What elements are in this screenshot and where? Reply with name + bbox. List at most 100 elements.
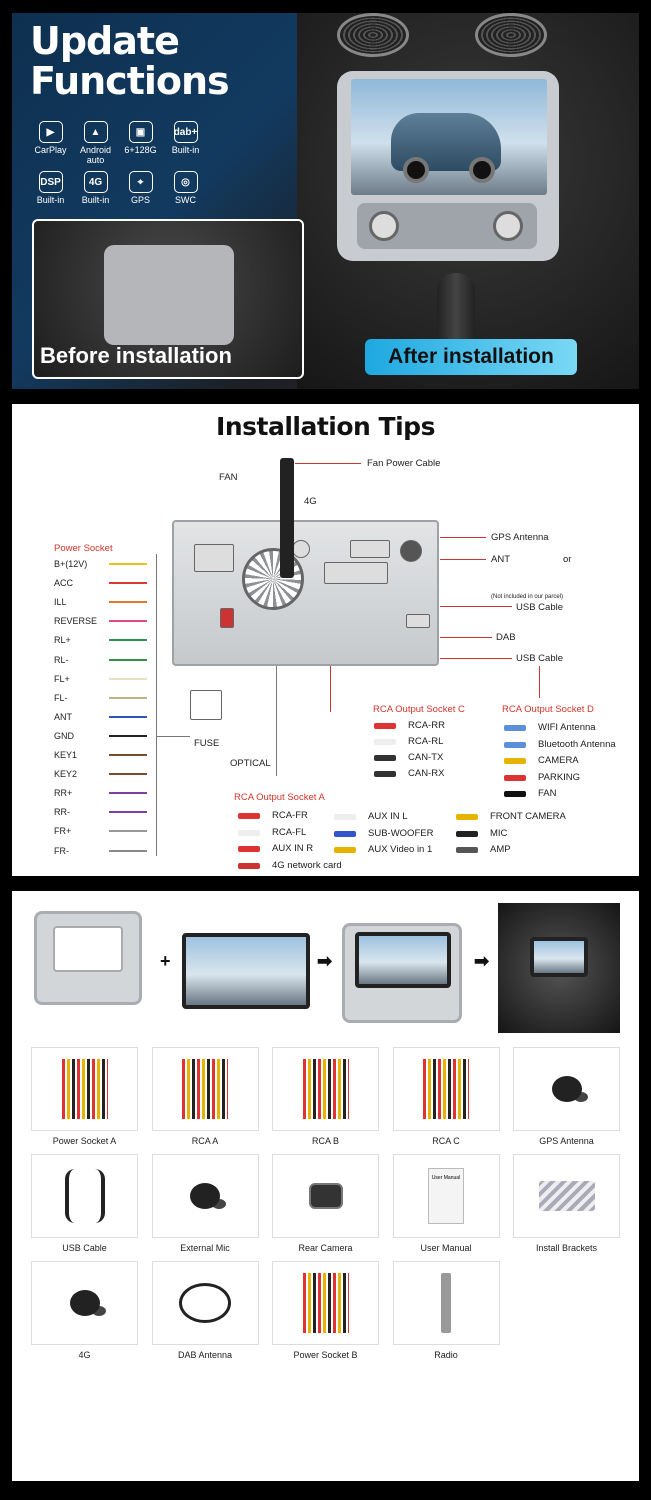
wire-color-swatch [109, 582, 147, 585]
connector-plug-icon [456, 830, 478, 837]
harness-icon [302, 1273, 349, 1333]
fan-power-cable [280, 458, 294, 578]
feature-label: Built-in [81, 195, 110, 205]
connector-label: AUX Video in 1 [368, 844, 433, 855]
accessory-label: GPS Antenna [539, 1136, 594, 1146]
power-socket-title: Power Socket [54, 543, 113, 554]
air-vent-left [337, 13, 409, 57]
connector-plug-icon [334, 814, 356, 820]
accessory-mic-image [151, 1154, 259, 1238]
wire-row: ANT [54, 712, 156, 722]
4g-icon: 4G [83, 171, 108, 193]
connector-plug-icon [374, 755, 396, 761]
manual-icon: User Manual [428, 1168, 464, 1224]
wire-label: RL- [54, 654, 69, 665]
carplay-icon: ▶ [38, 121, 63, 143]
accessory-brackets-image [513, 1154, 620, 1238]
connector-plug-icon [334, 847, 356, 853]
fuse-holder-icon [190, 690, 222, 720]
installation-tips-panel: Installation Tips FAN Fan Power Cable 4G… [12, 404, 639, 876]
dab-port [406, 614, 430, 628]
connector-label: RCA-FL [272, 826, 307, 838]
before-installation-image [32, 219, 304, 379]
before-installation-label: Before installation [40, 343, 232, 368]
connector-label: WIFI Antenna [538, 722, 596, 733]
wire-row: FR+ [54, 826, 156, 836]
gps-icon: ⌖ [128, 171, 153, 193]
accessory-rca-image [392, 1047, 500, 1131]
connector-label: AUX IN R [272, 843, 314, 854]
gps-antenna-label: GPS Antenna [491, 532, 549, 543]
plus-sign: + [160, 951, 171, 971]
wire-row: FR- [54, 846, 156, 856]
memory-chip-icon: ▣ [128, 121, 153, 143]
accessory-4g-image [31, 1261, 138, 1345]
camera-icon [308, 1183, 343, 1209]
connector-label: PARKING [538, 771, 581, 783]
connector-label: RCA-RL [408, 736, 444, 747]
dash-frame-image [34, 911, 142, 1005]
wire-color-swatch [109, 715, 147, 718]
connector-plug-icon [334, 830, 356, 837]
accessory-rca-image [151, 1047, 259, 1131]
connector-plug-icon [374, 739, 396, 745]
accessory-camera-image [272, 1154, 379, 1238]
connector-plug-icon [238, 862, 260, 869]
android-auto-icon: ▲ [83, 121, 108, 143]
wire-row: RR+ [54, 788, 156, 798]
head-unit-rear [172, 520, 439, 666]
air-vent-right [475, 13, 547, 57]
fuse-label: FUSE [194, 738, 220, 749]
wire-label: ANT [54, 711, 72, 722]
wire-label: ILL [54, 597, 67, 608]
installation-tips-title: Installation Tips [216, 412, 435, 441]
assembled-unit-image [342, 923, 462, 1023]
4g-icon [69, 1290, 100, 1316]
radio-icon [441, 1273, 451, 1333]
connector-plug-icon [238, 829, 260, 836]
feature-4g: 4G Built-in [73, 171, 118, 205]
wire-label: GND [54, 730, 74, 741]
connector-plug-icon [504, 741, 526, 748]
accessory-label: External Mic [180, 1243, 230, 1253]
accessory-rca-image [272, 1047, 379, 1131]
connector-label: FRONT CAMERA [490, 811, 566, 822]
wire-color-swatch [109, 601, 147, 604]
usb-icon [64, 1169, 105, 1223]
steering-wheel-icon: ◎ [173, 171, 198, 193]
feature-label: 6+128G [124, 145, 157, 155]
dab-icon: dab+ [173, 121, 198, 143]
wire-color-swatch [109, 811, 147, 814]
wire-row: RR- [54, 807, 156, 817]
or-label: or [563, 554, 572, 565]
wire-label: FR- [54, 845, 69, 856]
4g-label: 4G [304, 496, 317, 507]
accessory-label: User Manual [420, 1243, 472, 1253]
accessory-gps-image [513, 1047, 620, 1131]
connector-label: AUX IN L [368, 811, 408, 822]
accessory-label: RCA A [191, 1136, 219, 1146]
wire-row: FL+ [54, 674, 156, 684]
accessory-radio-image [392, 1261, 500, 1345]
climate-panel [357, 203, 537, 249]
installed-dashboard-image [498, 903, 620, 1033]
connector-label: CAMERA [538, 755, 579, 766]
wire-color-swatch [109, 563, 147, 565]
connector-plug-icon [374, 771, 396, 777]
4g-port [292, 540, 310, 558]
accessory-label: Power Socket A [52, 1136, 117, 1146]
accessory-harness-image [272, 1261, 379, 1345]
gps-port [400, 540, 422, 562]
connector-plug-icon [504, 725, 526, 731]
rca-icon [182, 1059, 228, 1119]
accessory-label: DAB Antenna [177, 1350, 233, 1360]
accessory-harness-image [31, 1047, 138, 1131]
wire-row: KEY1 [54, 750, 156, 760]
connector-plug-icon [374, 723, 396, 729]
accessory-label: RCA B [311, 1136, 339, 1146]
connector-label: FAN [538, 788, 557, 799]
brackets-icon [538, 1181, 595, 1211]
wire-row: B+(12V) [54, 559, 156, 569]
